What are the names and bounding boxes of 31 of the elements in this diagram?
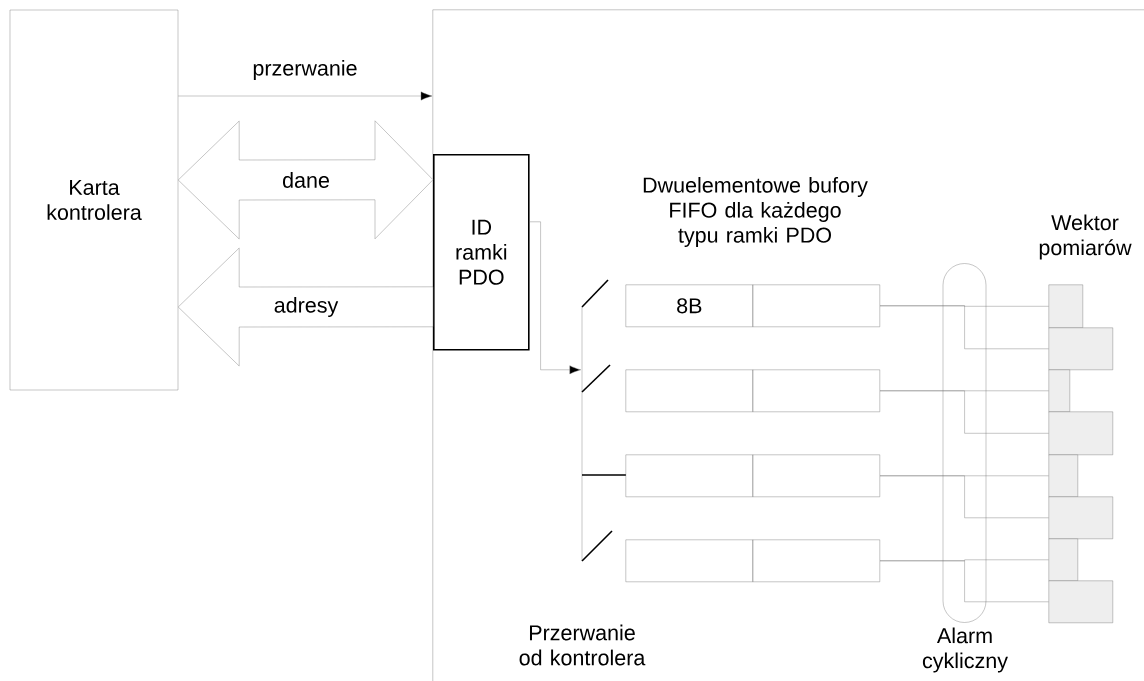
arrow	[178, 91, 433, 101]
arrow	[529, 221, 581, 375]
node-label: Przerwanie od kontrolera	[519, 624, 646, 666]
heading: Wektor pomiarów	[1039, 214, 1132, 260]
buffer-cell	[752, 369, 880, 412]
connector-line	[879, 560, 1049, 602]
buffer-cell	[625, 454, 753, 497]
block-arrow	[178, 120, 434, 240]
vector-cell	[1048, 454, 1078, 497]
buffer-cell: 8B	[625, 284, 753, 327]
vector-cell	[1048, 369, 1070, 412]
connector-line	[879, 475, 1049, 518]
connector-line	[879, 305, 1049, 349]
buffer-cell	[752, 454, 880, 497]
connector-line	[879, 390, 1049, 434]
buffer-cell	[752, 284, 880, 327]
heading: Dwuelementowe bufory FIFO dla każdego typu ramki PDO	[643, 177, 868, 248]
vector-cell	[1048, 284, 1083, 328]
edge-label: dane	[283, 172, 329, 188]
buffer-cell	[625, 369, 753, 412]
module-frame	[432, 9, 1144, 681]
block-arrow	[178, 247, 434, 367]
buffer-cell	[752, 539, 880, 582]
buffer-cell	[625, 539, 753, 582]
heading: Alarm cykliczny	[922, 627, 1008, 673]
id-box: ID ramki PDO	[433, 154, 530, 351]
vector-cell	[1048, 538, 1078, 581]
switch-drawing	[581, 279, 627, 562]
edge-label: adresy	[274, 297, 339, 318]
controller-box: Karta kontrolera	[9, 9, 179, 391]
edge-label: przerwanie	[253, 60, 357, 81]
